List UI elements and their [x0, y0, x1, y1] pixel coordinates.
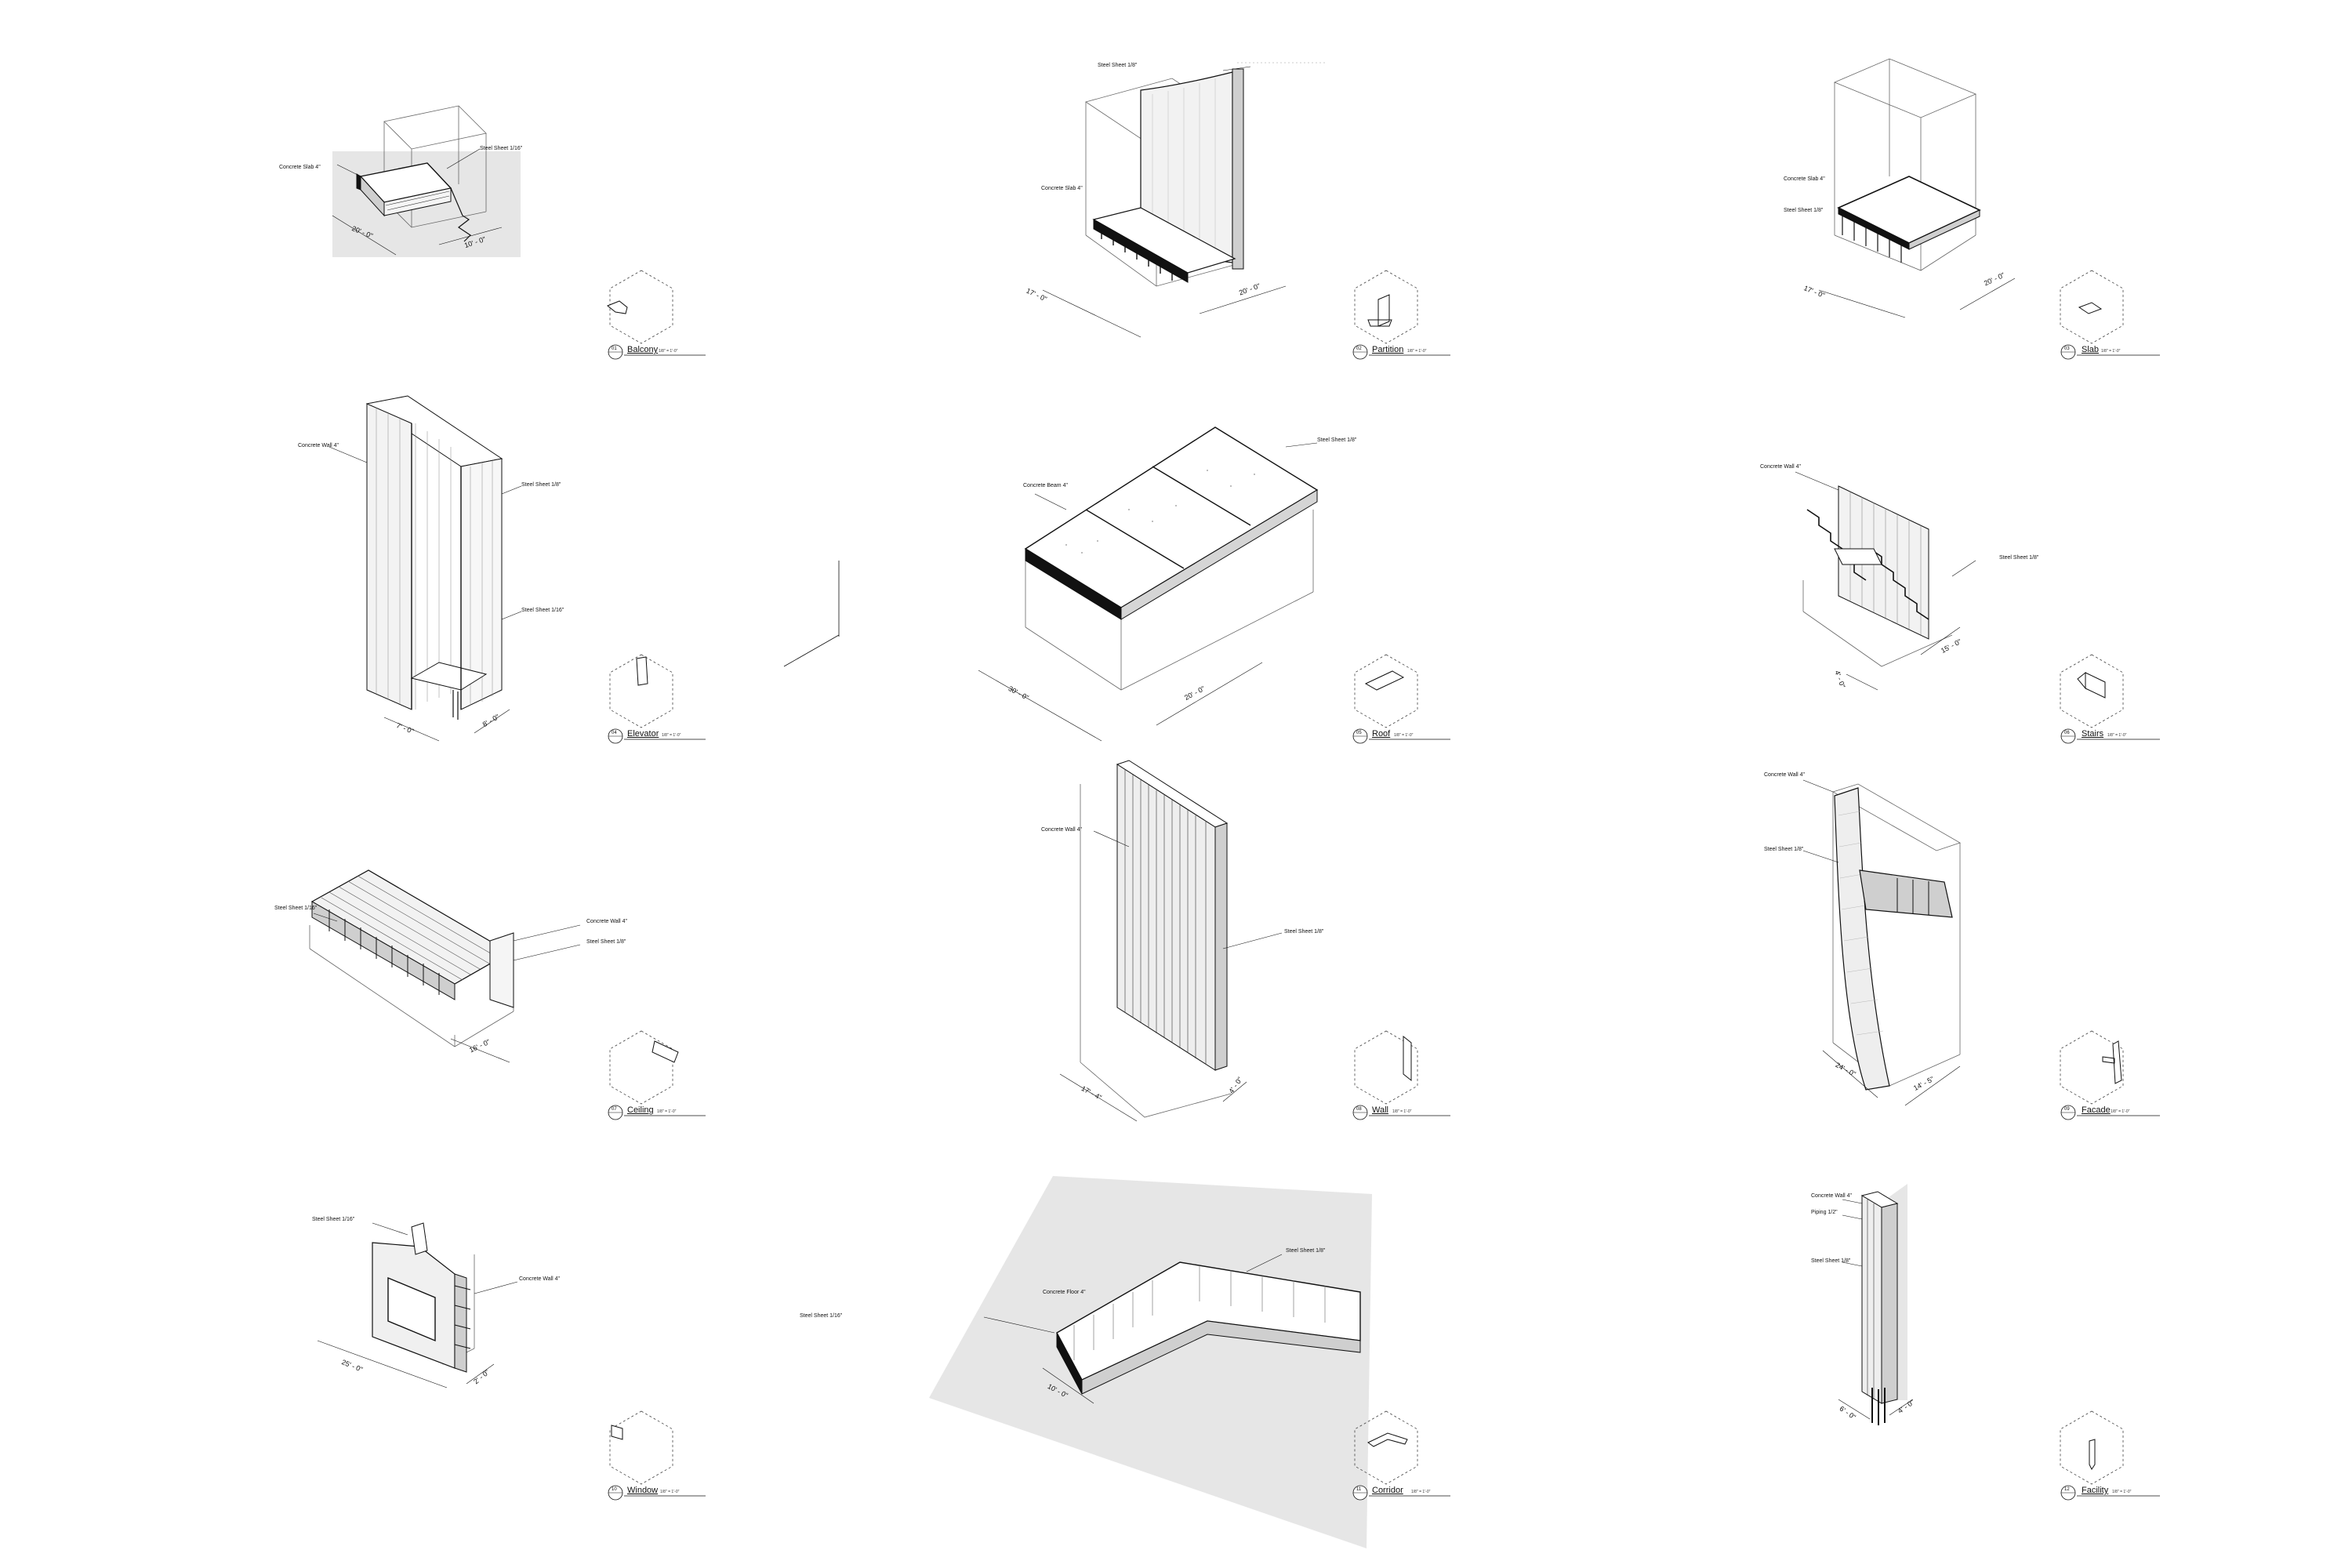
facade-thumbnail-icon: [2102, 1040, 2122, 1084]
origin-axis-indicator: [783, 561, 840, 667]
elevator-thumbnail-icon: [636, 656, 648, 686]
partition-axonometric: [1042, 62, 1325, 338]
partition-thumbnail-icon: [1367, 294, 1392, 327]
slab-thumbnail-icon: [2078, 302, 2103, 314]
window-thumbnail-icon: [611, 1425, 623, 1440]
view-number-circles: [608, 344, 2076, 1501]
ceiling-thumbnail-icon: [652, 1040, 679, 1063]
ceiling-axonometric: [309, 869, 581, 1063]
wall-axonometric: [1059, 760, 1283, 1122]
facility-thumbnail-icon: [2089, 1439, 2096, 1470]
view-reference-markers: [609, 270, 2124, 1485]
stairs-thumbnail-icon: [2077, 671, 2106, 699]
balcony-thumbnail-icon: [607, 300, 628, 314]
roof-axonometric: [978, 426, 1319, 742]
balcony-axonometric: [332, 105, 503, 256]
window-axonometric: [317, 1222, 518, 1388]
facade-axonometric: [1802, 779, 1961, 1106]
stairs-axonometric: [1795, 471, 1976, 691]
corridor-axonometric: [983, 1254, 1361, 1404]
slab-axonometric: [1818, 58, 2016, 318]
elevator-axonometric: [328, 395, 522, 742]
roof-thumbnail-icon: [1364, 670, 1405, 691]
corridor-thumbnail-icon: [1367, 1432, 1408, 1447]
corridor-tone-panel: [929, 1176, 1372, 1548]
wall-thumbnail-icon: [1403, 1035, 1412, 1082]
facility-axonometric: [1838, 1191, 1914, 1425]
